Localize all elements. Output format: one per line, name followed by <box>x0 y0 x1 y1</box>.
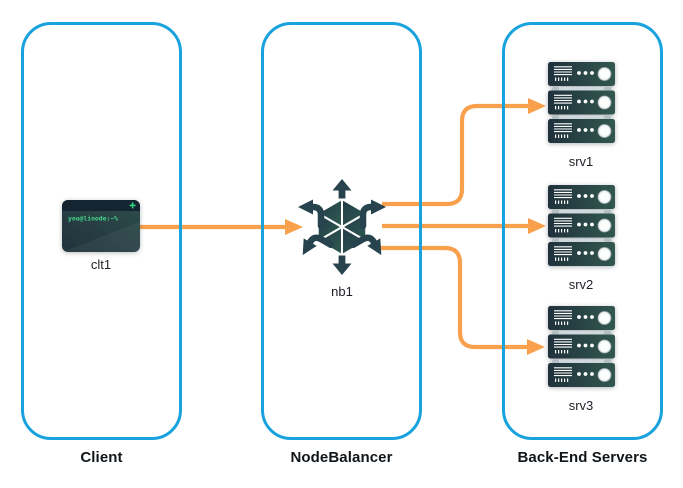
server-stack-icon-srv2 <box>548 185 615 266</box>
group-title-client: Client <box>80 449 123 466</box>
group-box-client <box>21 22 182 440</box>
node-label-srv3: srv3 <box>568 398 594 413</box>
terminal-prompt-text: you@linode:~% <box>68 215 118 223</box>
terminal-icon: you@linode:~% <box>62 200 140 252</box>
node-label-clt1: clt1 <box>90 257 112 272</box>
server-stack-icon-srv1 <box>548 62 615 143</box>
group-box-backend-servers <box>502 22 663 440</box>
group-title-backend-servers: Back-End Servers <box>517 449 648 466</box>
group-title-nodebalancer: NodeBalancer <box>290 449 393 466</box>
node-label-nb1: nb1 <box>331 284 353 299</box>
node-label-srv2: srv2 <box>568 277 594 292</box>
terminal-plus-icon <box>129 202 136 209</box>
node-label-srv1: srv1 <box>568 154 594 169</box>
nodebalancer-icon <box>296 179 388 275</box>
server-stack-icon-srv3 <box>548 306 615 387</box>
group-box-nodebalancer <box>261 22 422 440</box>
